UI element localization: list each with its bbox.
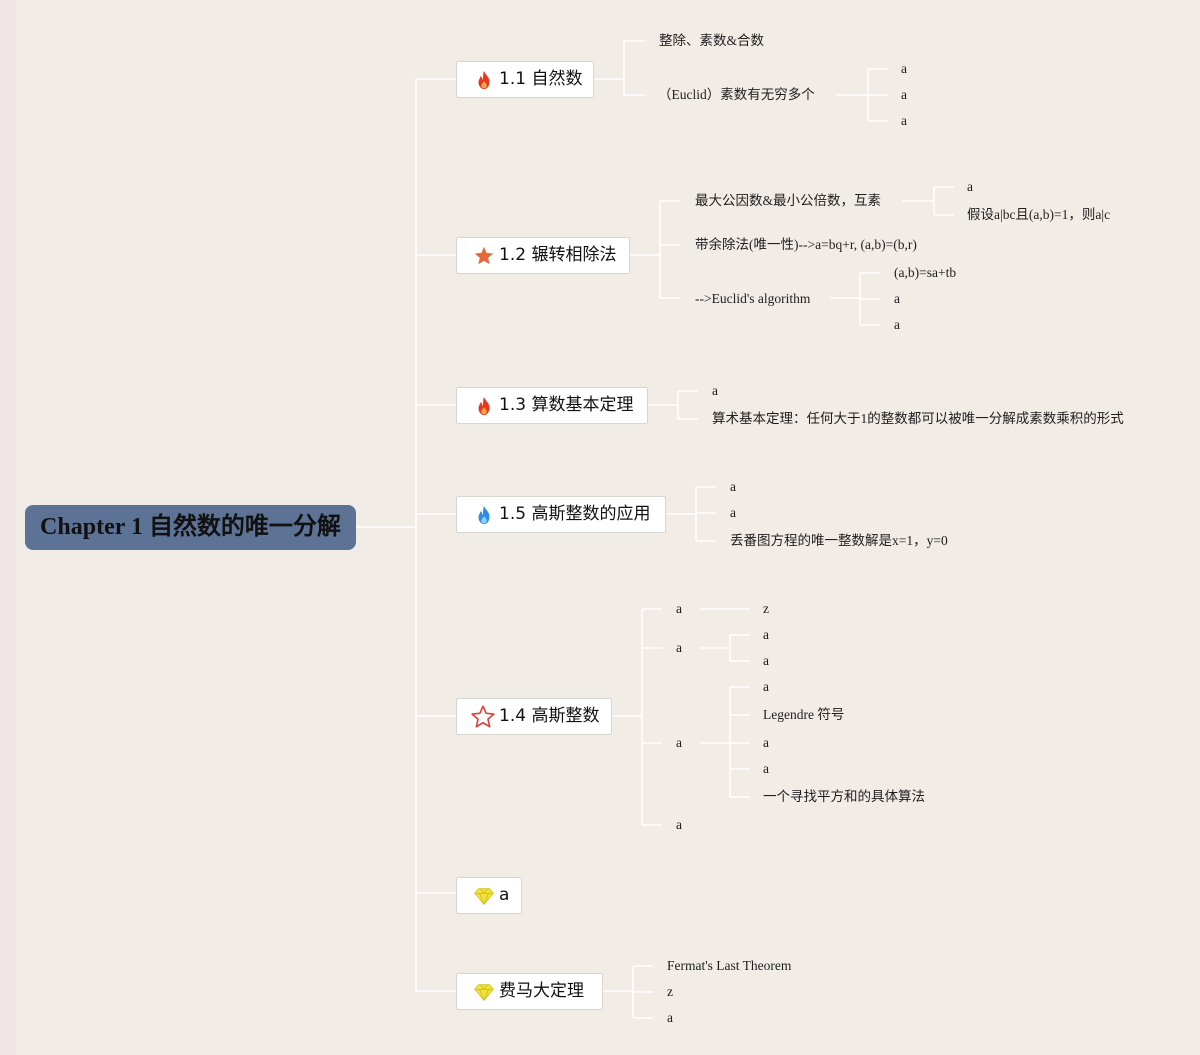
subtopic[interactable]: Legendre 符号 bbox=[763, 707, 845, 722]
subtopic[interactable]: a bbox=[712, 383, 718, 398]
topic-title: 1.1 自然数 bbox=[499, 69, 583, 89]
topic-a[interactable]: a bbox=[456, 877, 522, 914]
topic-title: 1.5 高斯整数的应用 bbox=[499, 504, 651, 524]
subtopic[interactable]: 最大公因数&最小公倍数，互素 bbox=[695, 193, 882, 208]
subtopic[interactable]: a bbox=[667, 1010, 673, 1025]
subtopic[interactable]: Fermat's Last Theorem bbox=[667, 958, 792, 973]
subtopic[interactable]: 一个寻找平方和的具体算法 bbox=[763, 789, 925, 804]
fire-icon bbox=[478, 396, 490, 416]
root-topic[interactable]: Chapter 1 自然数的唯一分解 bbox=[25, 505, 356, 550]
topic-title: 费马大定理 bbox=[499, 981, 584, 1001]
subtopic[interactable]: z bbox=[763, 601, 769, 616]
subtopic[interactable]: a bbox=[763, 679, 769, 694]
subtopic[interactable]: 算术基本定理：任何大于1的整数都可以被唯一分解成素数乘积的形式 bbox=[712, 411, 1124, 426]
topic-1-5[interactable]: 1.5 高斯整数的应用 bbox=[456, 496, 666, 533]
star-icon bbox=[474, 246, 494, 265]
subtopic[interactable]: a bbox=[967, 179, 973, 194]
fire-icon bbox=[478, 70, 490, 90]
topic-1-1[interactable]: 1.1 自然数 bbox=[456, 61, 594, 98]
diamond-icon bbox=[474, 888, 494, 906]
topic-1-2[interactable]: 1.2 辗转相除法 bbox=[456, 237, 630, 274]
topic-title: 1.2 辗转相除法 bbox=[499, 245, 617, 265]
water-drop-icon bbox=[478, 505, 490, 525]
subtopic[interactable]: a bbox=[676, 817, 682, 832]
topic-1-4[interactable]: 1.4 高斯整数 bbox=[456, 698, 612, 735]
subtopic[interactable]: z bbox=[667, 984, 673, 999]
subtopic[interactable]: 假设a|bc且(a,b)=1，则a|c bbox=[967, 207, 1111, 222]
subtopic[interactable]: a bbox=[676, 735, 682, 750]
topic-title: a bbox=[499, 885, 510, 905]
subtopic[interactable]: a bbox=[730, 505, 736, 520]
subtopic[interactable]: 带余除法(唯一性)-->a=bq+r, (a,b)=(b,r) bbox=[695, 237, 917, 252]
topic-title: 1.4 高斯整数 bbox=[499, 706, 600, 726]
subtopic[interactable]: 整除、素数&合数 bbox=[659, 33, 765, 48]
subtopic[interactable]: a bbox=[763, 761, 769, 776]
subtopic[interactable]: (a,b)=sa+tb bbox=[894, 265, 957, 280]
subtopic[interactable]: a bbox=[901, 61, 907, 76]
subtopic[interactable]: a bbox=[763, 653, 769, 668]
subtopic[interactable]: a bbox=[730, 479, 736, 494]
subtopic[interactable]: -->Euclid's algorithm bbox=[695, 291, 811, 306]
topic-title: 1.3 算数基本定理 bbox=[499, 395, 634, 415]
canvas-edge bbox=[0, 0, 16, 1055]
subtopic[interactable]: a bbox=[894, 291, 900, 306]
subtopic[interactable]: a bbox=[676, 640, 682, 655]
star-outline-icon bbox=[471, 705, 495, 728]
subtopic[interactable]: a bbox=[894, 317, 900, 332]
subtopic[interactable]: （Euclid）素数有无穷多个 bbox=[658, 87, 815, 102]
subtopic[interactable]: a bbox=[901, 87, 907, 102]
topic-1-3[interactable]: 1.3 算数基本定理 bbox=[456, 387, 648, 424]
subtopic[interactable]: a bbox=[901, 113, 907, 128]
subtopic[interactable]: a bbox=[763, 735, 769, 750]
subtopic[interactable]: 丢番图方程的唯一整数解是x=1，y=0 bbox=[730, 533, 948, 548]
subtopic[interactable]: a bbox=[763, 627, 769, 642]
topic-fermat[interactable]: 费马大定理 bbox=[456, 973, 603, 1010]
subtopic[interactable]: a bbox=[676, 601, 682, 616]
diamond-icon bbox=[474, 984, 494, 1002]
